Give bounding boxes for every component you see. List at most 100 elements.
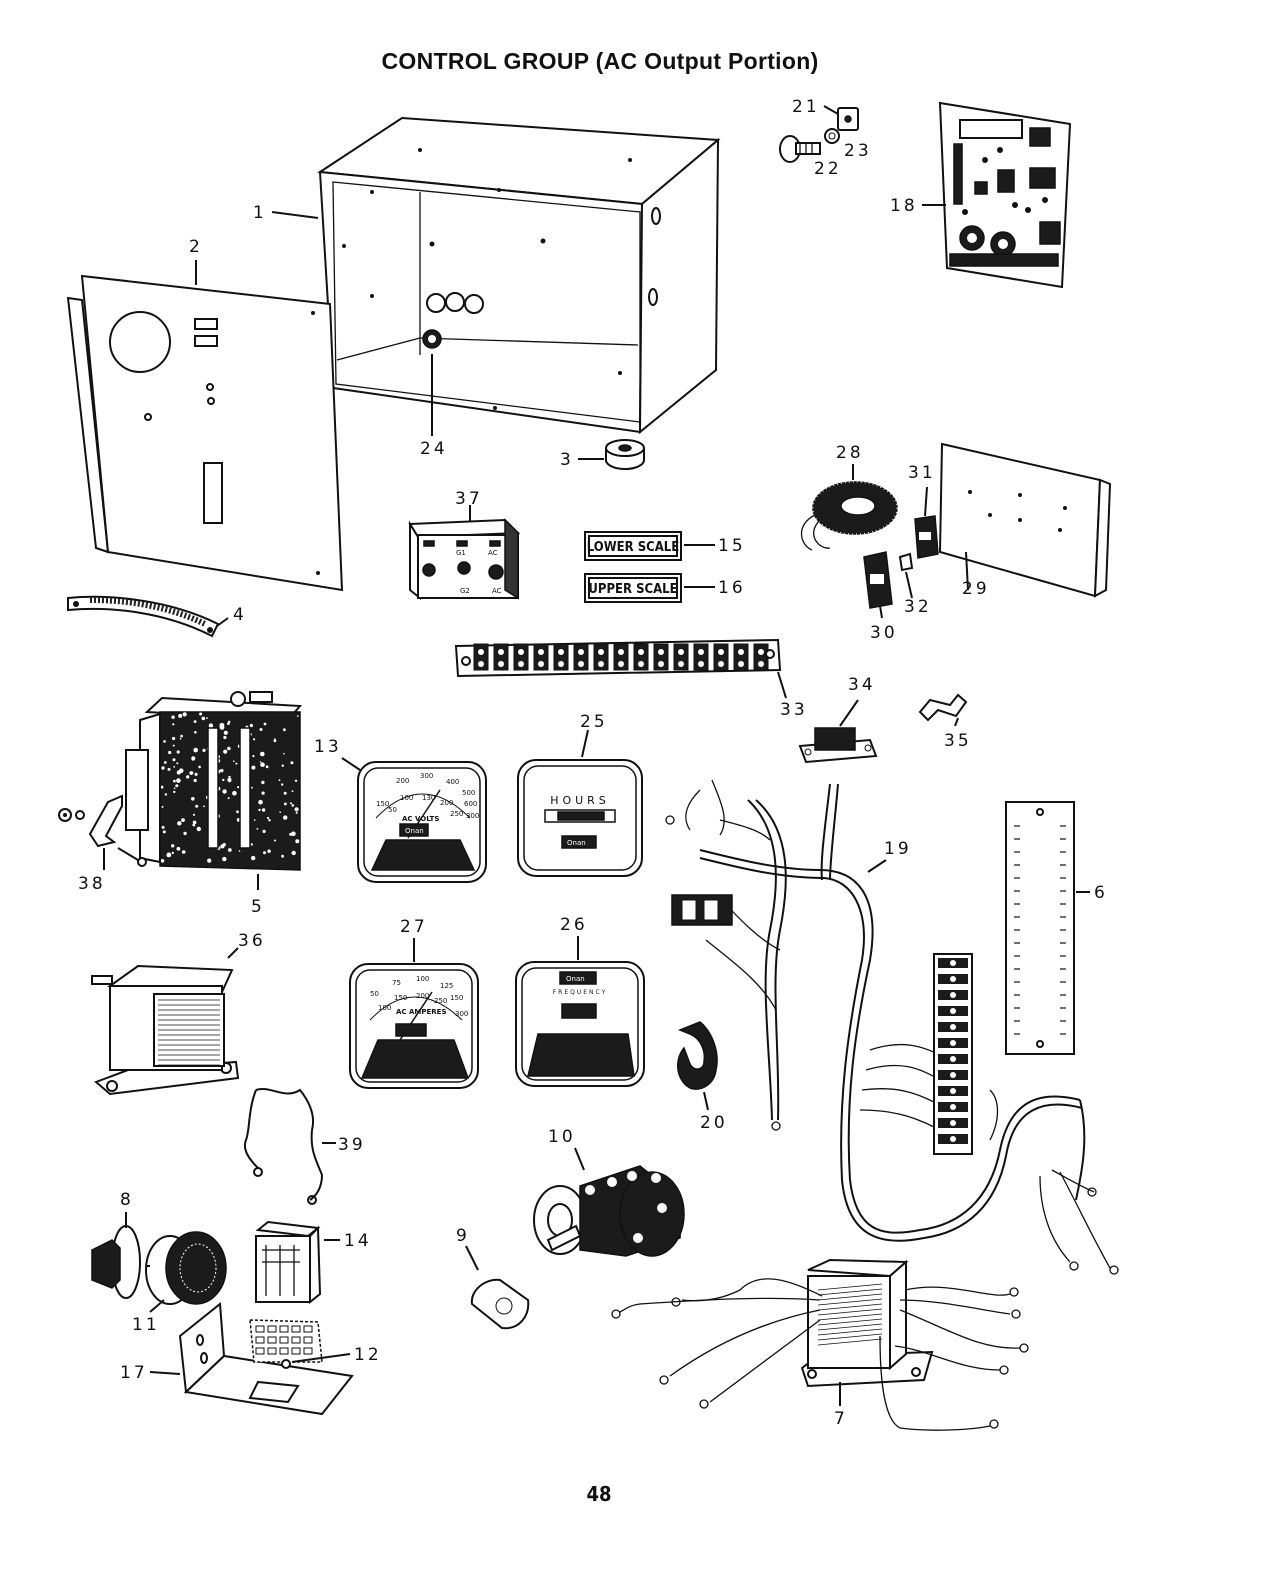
- upper-scale-text: UPPER SCALE: [588, 582, 677, 597]
- part-29-mounting-plate: [938, 442, 1112, 598]
- svg-text:200: 200: [416, 992, 429, 1000]
- callout-20: 20: [700, 1113, 728, 1133]
- svg-text:50: 50: [370, 990, 379, 998]
- part-4-ground-strap: [67, 595, 229, 638]
- part-16-upper-scale-label: UPPER SCALE: [584, 573, 715, 603]
- callout-22: 22: [814, 159, 842, 179]
- callout-19: 19: [884, 839, 912, 859]
- callout-23: 23: [844, 141, 872, 161]
- leader-32: [905, 571, 913, 599]
- frequency-meter-brand: Onan: [566, 975, 585, 983]
- part-14-relay: [255, 1220, 340, 1305]
- part-12-relay-socket: [249, 1319, 351, 1369]
- svg-text:300: 300: [466, 812, 479, 820]
- page-title: CONTROL GROUP (AC Output Portion): [381, 48, 819, 74]
- part-30-32-brackets: [863, 486, 939, 609]
- harness-terminal-strip: [933, 953, 973, 1155]
- part-18-circuit-board: [922, 101, 1072, 289]
- svg-text:300: 300: [455, 1010, 468, 1018]
- svg-text:G1: G1: [456, 549, 466, 557]
- callout-8: 8: [120, 1190, 134, 1210]
- callout-36: 36: [238, 931, 266, 951]
- svg-text:200: 200: [396, 777, 409, 785]
- svg-text:500: 500: [462, 789, 475, 797]
- part-10-selector-switch: [533, 1147, 685, 1257]
- part-11-rheostat: [145, 1231, 227, 1313]
- callout-39: 39: [338, 1135, 366, 1155]
- svg-text:250: 250: [434, 997, 447, 1005]
- callout-18: 18: [890, 196, 918, 216]
- frequency-text: FREQUENCY: [553, 989, 608, 996]
- voltmeter-brand: Onan: [405, 827, 424, 835]
- callout-26: 26: [560, 915, 588, 935]
- leader-29: [965, 551, 969, 591]
- svg-text:50: 50: [388, 806, 397, 814]
- part-17-mounting-bracket: [149, 1302, 354, 1416]
- callout-9: 9: [456, 1226, 470, 1246]
- part-1-control-box: [317, 116, 721, 435]
- callout-6: 6: [1094, 883, 1108, 903]
- part-26-frequency-meter: Onan FREQUENCY: [515, 936, 645, 1087]
- svg-text:75: 75: [392, 979, 401, 987]
- svg-text:150: 150: [450, 994, 463, 1002]
- part-15-lower-scale-label: LOWER SCALE: [584, 531, 715, 561]
- callout-10: 10: [548, 1127, 576, 1147]
- callout-2: 2: [189, 237, 203, 257]
- hour-meter-brand: Onan: [567, 839, 586, 847]
- part-35-clip: [918, 693, 968, 727]
- part-5-reactor: [125, 691, 303, 890]
- callout-29: 29: [962, 579, 990, 599]
- svg-text:150: 150: [376, 800, 389, 808]
- callout-15: 15: [718, 536, 746, 556]
- part-25-hour-meter: HOURS Onan: [517, 729, 643, 877]
- callout-30: 30: [870, 623, 898, 643]
- part-2-front-panel: [66, 274, 344, 592]
- callout-21: 21: [792, 97, 820, 117]
- part-3-rubber-foot: [578, 439, 645, 470]
- callout-38: 38: [78, 874, 106, 894]
- part-20-wire-clamp: [677, 1021, 718, 1111]
- svg-text:300: 300: [420, 772, 433, 780]
- callout-25: 25: [580, 712, 608, 732]
- part-19-wiring-harness: [665, 779, 1119, 1275]
- svg-text:600: 600: [464, 800, 477, 808]
- callout-5: 5: [251, 897, 265, 917]
- page-number: 48: [586, 1482, 612, 1506]
- svg-text:150: 150: [394, 994, 407, 1002]
- callout-27: 27: [400, 917, 428, 937]
- part-6-marker-strip: [1005, 801, 1090, 1055]
- svg-text:400: 400: [446, 778, 459, 786]
- part-7-output-transformer: [611, 1258, 1029, 1431]
- svg-text:G2: G2: [460, 587, 470, 595]
- callout-33: 33: [780, 700, 808, 720]
- part-33-terminal-strip: [454, 638, 787, 699]
- part-38-bracket-hardware: [58, 794, 147, 870]
- callout-numbers: 1 2 3 4 5 6 7 8 9 10 11 12 13 14 15 16 1…: [78, 97, 1108, 1429]
- callout-1: 1: [253, 203, 267, 223]
- svg-text:100: 100: [400, 794, 413, 802]
- svg-text:AC: AC: [488, 549, 498, 557]
- svg-text:250: 250: [450, 810, 463, 818]
- part-34-fuse-holder: [798, 699, 878, 764]
- callout-3: 3: [560, 450, 574, 470]
- callout-28: 28: [836, 443, 864, 463]
- part-9-switch-knob: [465, 1224, 582, 1330]
- callout-37: 37: [455, 489, 483, 509]
- svg-text:AC: AC: [492, 587, 502, 595]
- callout-7: 7: [834, 1409, 848, 1429]
- callout-35: 35: [944, 731, 972, 751]
- callout-14: 14: [344, 1231, 372, 1251]
- svg-text:100: 100: [378, 1004, 391, 1012]
- lower-scale-text: LOWER SCALE: [587, 540, 679, 555]
- ac-amperes-text: AC AMPERES: [396, 1008, 447, 1016]
- part-28-toroid-coil: [800, 464, 898, 551]
- svg-text:125: 125: [440, 982, 453, 990]
- callout-11: 11: [132, 1315, 160, 1335]
- callout-13: 13: [314, 737, 342, 757]
- svg-text:200: 200: [440, 799, 453, 807]
- svg-text:130: 130: [422, 794, 435, 802]
- callout-34: 34: [848, 675, 876, 695]
